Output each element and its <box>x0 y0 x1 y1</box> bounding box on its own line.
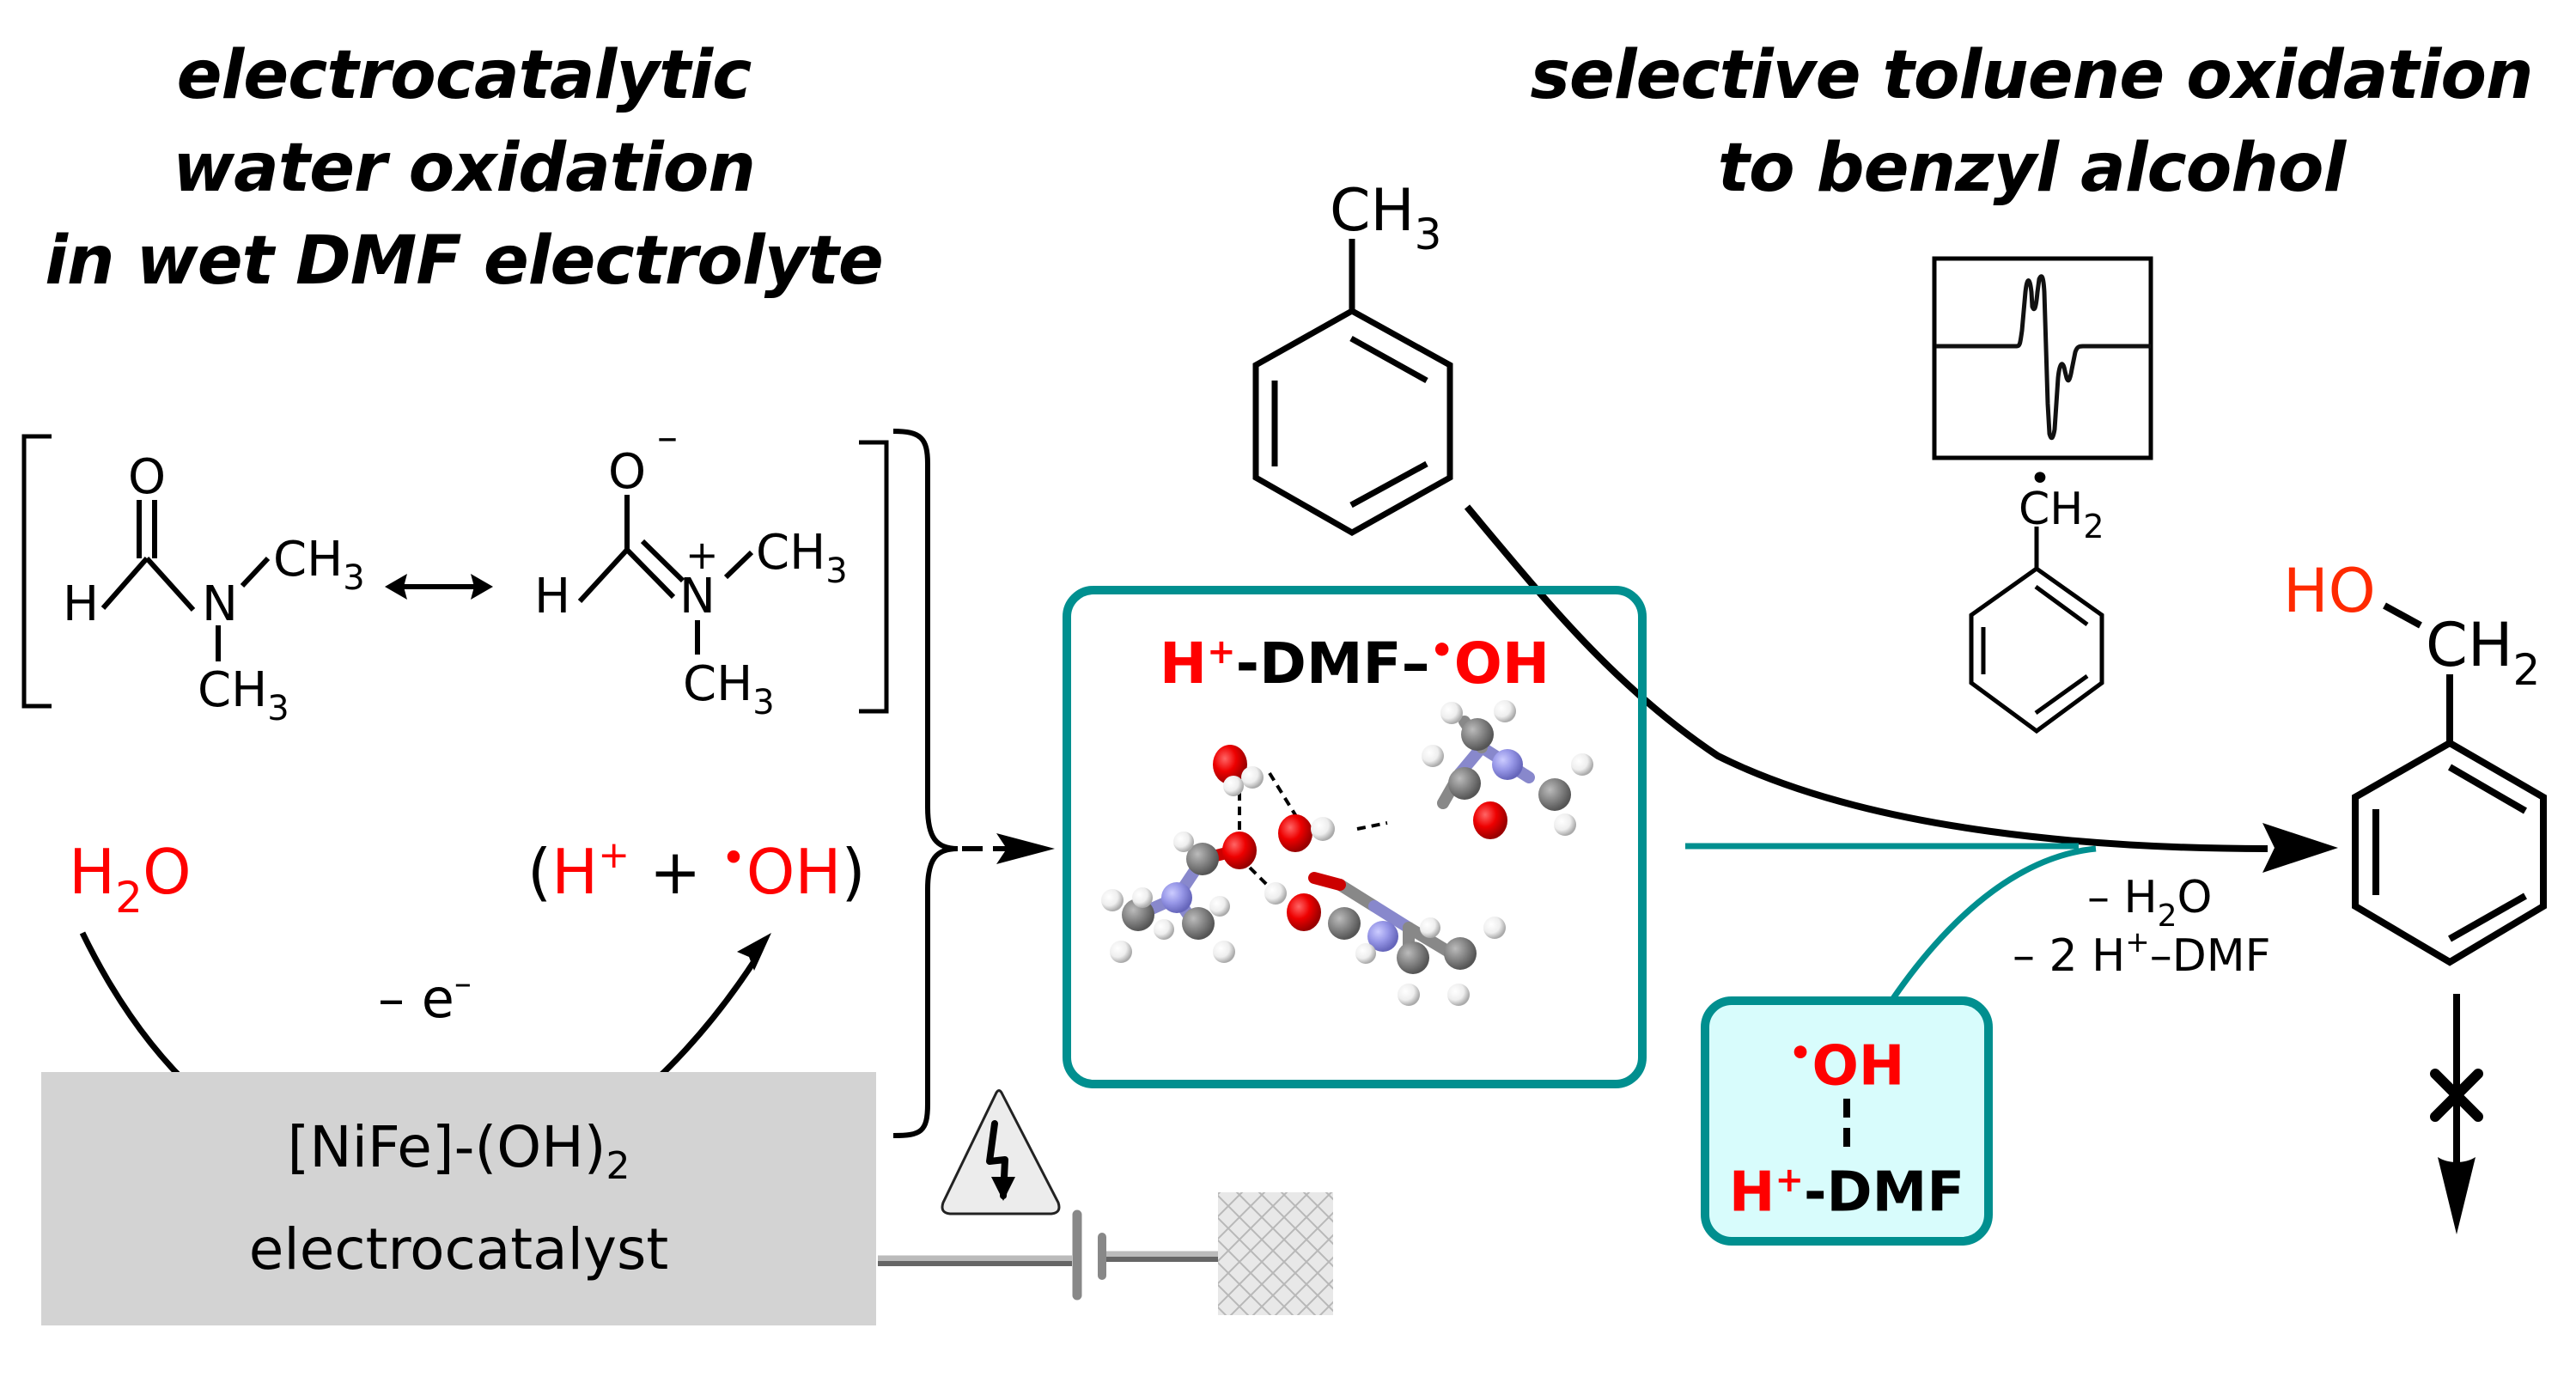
dmf2-ch3a-label: CH3 <box>756 525 848 591</box>
blocked-overoxidation-arrow <box>2430 994 2483 1234</box>
benzyl-radical-structure: CH2 • <box>1969 457 2104 734</box>
nife-electrocatalyst-box: [NiFe]-(OH)2 electrocatalyst <box>41 1072 876 1325</box>
adduct-hydroxyl-radical: •OH <box>1788 1032 1905 1099</box>
dmf2-ch3b-label: CH3 <box>683 656 775 722</box>
left-title-line1: electrocatalytic <box>176 37 752 114</box>
dmf-resonance-bracket <box>21 434 889 714</box>
adduct-protonated-dmf: H+-DMF <box>1728 1160 1965 1224</box>
dmf2-h-label: H <box>534 569 570 624</box>
right-title: selective toluene oxidation to benzyl al… <box>1512 29 2551 215</box>
hydroxyl-dmf-adduct-box: •OH H+-DMF <box>1701 996 1993 1246</box>
molecular-cluster-model <box>1101 700 1593 1006</box>
toluene-ch3-label: CH3 <box>1330 177 1441 259</box>
benzyl-alcohol-ch2-label: CH2 <box>2426 610 2540 695</box>
toluene-structure: CH3 <box>1252 177 1453 537</box>
benzyl-alcohol-structure: HO CH2 <box>2283 556 2547 966</box>
dmf-structure-neutral: O H N CH3 CH3 <box>63 449 365 728</box>
counter-electrode-mesh <box>1218 1192 1333 1315</box>
dmf1-ch3b-label: CH3 <box>198 662 289 728</box>
dmf2-n-charge: + <box>685 532 719 578</box>
catalyst-label: electrocatalyst <box>248 1215 669 1282</box>
benzyl-radical-dot: • <box>2029 457 2051 501</box>
dmf2-o-label: O <box>608 444 646 500</box>
toluene-oxidation-arrow <box>1464 504 2268 852</box>
dmf1-n-label: N <box>202 576 238 632</box>
electrical-circuit <box>878 1089 1333 1315</box>
brace-to-complex-arrow <box>962 833 1055 864</box>
dmf2-n-label: N <box>679 569 716 624</box>
adduct-hbond-dash <box>1843 1099 1850 1148</box>
left-title: electrocatalytic water oxidation in wet … <box>17 29 910 308</box>
high-voltage-warning-icon <box>941 1089 1061 1215</box>
dmf-structure-zwitterion: O – H N + CH3 CH3 <box>534 413 848 722</box>
left-title-line3: in wet DMF electrolyte <box>45 222 884 300</box>
protonated-dmf-hydroxyl-complex-box <box>1063 586 1647 1088</box>
dmf1-o-label: O <box>128 449 166 505</box>
benzyl-radical-ch2-label: CH2 <box>2019 484 2104 545</box>
epr-spectrum <box>1932 256 2153 460</box>
grouping-brace <box>892 429 959 1138</box>
right-title-line1: selective toluene oxidation <box>1530 37 2534 114</box>
benzyl-alcohol-ho-label: HO <box>2283 556 2376 626</box>
epr-signal-trace <box>1936 274 2151 441</box>
resonance-arrow <box>385 574 493 600</box>
dmf2-o-charge: – <box>657 413 678 461</box>
catalyst-formula: [NiFe]-(OH)2 <box>287 1114 630 1189</box>
right-title-line2: to benzyl alcohol <box>1717 130 2346 207</box>
byproduct-water: – H2O <box>2087 872 2212 934</box>
electron-loss-label: – e– <box>378 964 472 1030</box>
blocked-cross-icon <box>2430 1069 2483 1122</box>
toluene-oxidation-arrowhead <box>2262 823 2338 873</box>
dmf1-ch3a-label: CH3 <box>273 532 365 598</box>
dmf1-h-label: H <box>63 576 99 632</box>
byproduct-protonated-dmf: – 2 H+–DMF <box>2013 925 2271 982</box>
radical-products-label: (H+ + •OH) <box>527 833 866 908</box>
water-label: H2O <box>69 836 192 923</box>
complex-box-title: H+-DMF–•OH <box>1159 629 1550 697</box>
left-title-line2: water oxidation <box>173 130 756 207</box>
